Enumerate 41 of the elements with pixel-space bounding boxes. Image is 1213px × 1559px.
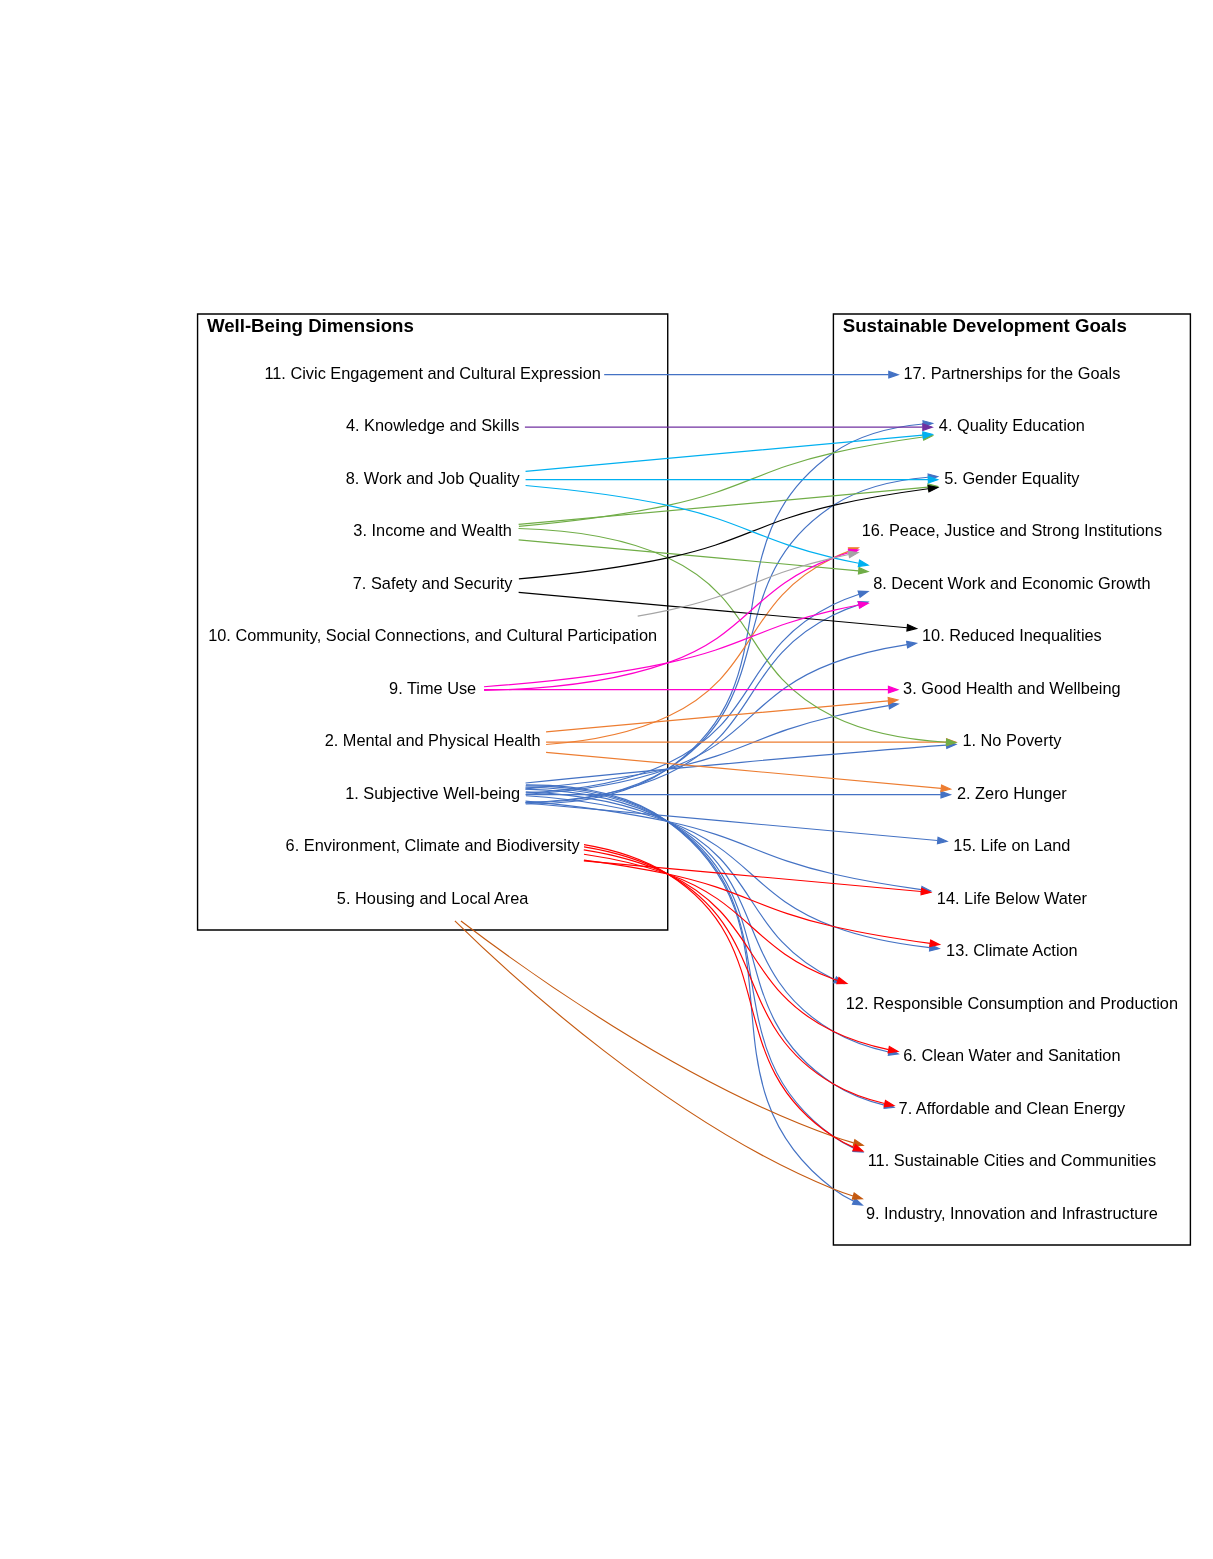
arrow	[524, 802, 949, 845]
arrow	[603, 370, 900, 379]
arrow	[525, 640, 919, 795]
node-text: 2. Mental and Physical Health	[324, 731, 541, 750]
arrow	[545, 751, 953, 793]
arrow	[517, 527, 958, 747]
node-text: 1. No Poverty	[962, 731, 1062, 750]
node-text: 4. Knowledge and Skills	[345, 416, 520, 435]
node-text: 11. Sustainable Cities and Communities	[867, 1151, 1157, 1170]
node-text: 13. Climate Action	[946, 941, 1078, 960]
node-text: 8. Decent Work and Economic Growth	[873, 573, 1151, 592]
node-text: 3. Income and Wealth	[353, 521, 512, 540]
node-text: 14. Life Below Water	[936, 888, 1087, 907]
node-text: 10. Community, Social Connections, and Cultural Participation	[208, 626, 658, 645]
arrow	[583, 859, 942, 948]
node-text: 2. Zero Hunger	[956, 783, 1067, 802]
node-text: 3. Good Health and Wellbeing	[903, 678, 1121, 697]
node-text: 16. Peace, Justice and Strong Institutions	[861, 521, 1163, 540]
node-text: 1. Subjective Well-being	[345, 783, 521, 802]
arrow	[483, 685, 900, 694]
arrow	[460, 920, 865, 1147]
node-text: 7. Affordable and Clean Energy	[898, 1098, 1126, 1117]
node-text: 6. Clean Water and Sanitation	[903, 1046, 1121, 1065]
node-text: 11. Civic Engagement and Cultural Expression	[264, 363, 601, 382]
node-text: 6. Environment, Climate and Biodiversity	[285, 836, 580, 855]
node-text: 5. Housing and Local Area	[336, 888, 529, 907]
arrow	[524, 423, 934, 432]
node-text: 15. Life on Land	[953, 836, 1071, 855]
node-text: 5. Gender Equality	[944, 468, 1080, 487]
arrow	[518, 591, 919, 632]
node-text: 8. Work and Job Quality	[345, 468, 520, 487]
node-text: 17. Partnerships for the Goals	[903, 363, 1121, 382]
node-text: 12. Responsible Consumption and Production	[845, 993, 1179, 1012]
node-text: 4. Quality Education	[938, 416, 1085, 435]
arrow	[518, 539, 870, 575]
arrow	[545, 738, 958, 747]
node-text: 10. Reduced Inequalities	[922, 626, 1102, 645]
node-text: 9. Time Use	[389, 678, 477, 697]
node-text: 7. Safety and Security	[352, 573, 513, 592]
node-text: 9. Industry, Innovation and Infrastructure	[865, 1203, 1158, 1222]
arrow	[525, 484, 870, 568]
